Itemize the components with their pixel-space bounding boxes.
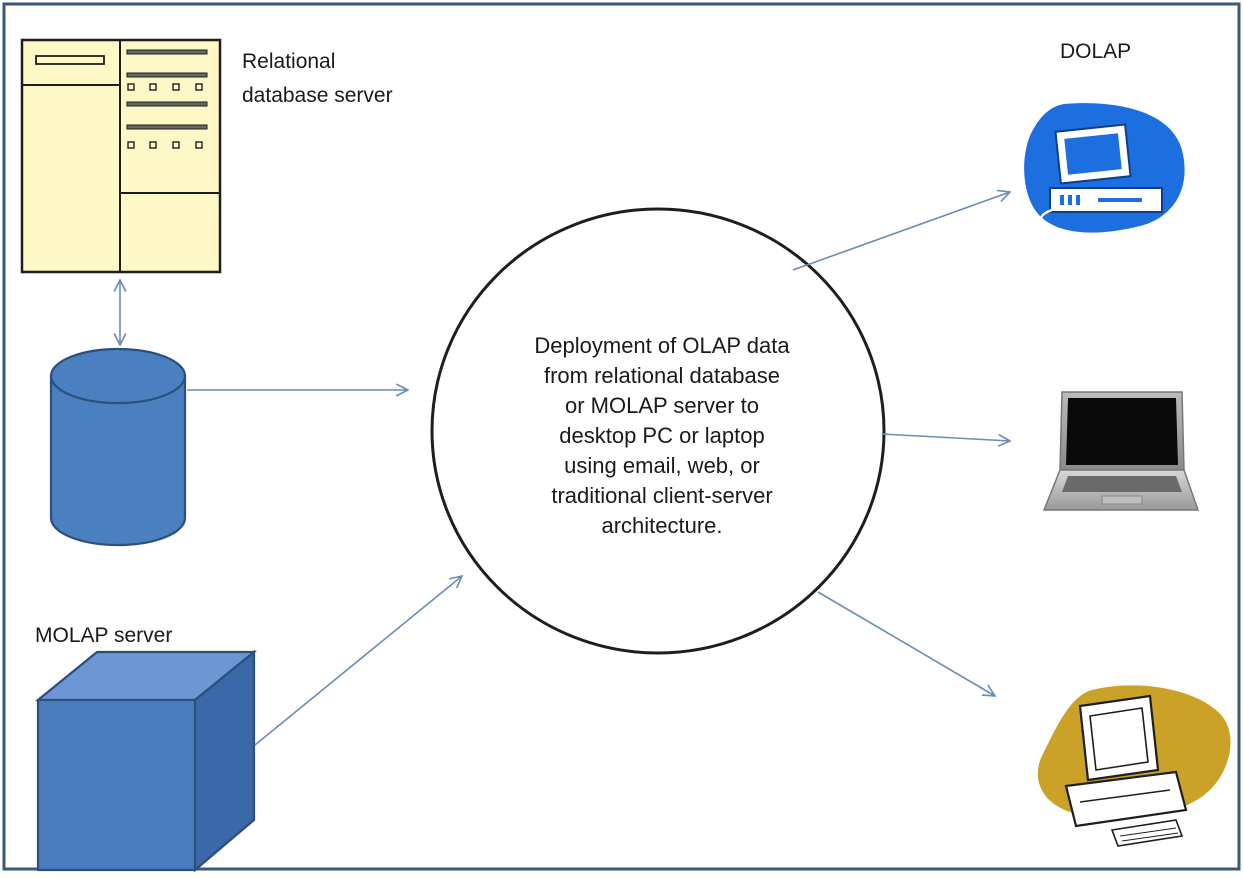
- center-to-clipart-pc-arrow: [817, 591, 995, 696]
- center-text-line: from relational database: [544, 363, 780, 388]
- laptop-icon: [1042, 391, 1200, 511]
- center-text-line: traditional client-server: [551, 483, 772, 508]
- deployment-description: Deployment of OLAP data from relational …: [534, 333, 790, 538]
- clipart-pc-icon: [1037, 685, 1231, 847]
- center-text-line: architecture.: [601, 513, 722, 538]
- relational-label-line1: Relational: [242, 50, 335, 73]
- relational-label-line2: database server: [242, 84, 393, 107]
- deployment-circle: [430, 207, 886, 655]
- center-to-laptop-arrow: [881, 433, 1010, 441]
- center-text-line: Deployment of OLAP data: [534, 333, 790, 358]
- center-text-line: desktop PC or laptop: [559, 423, 764, 448]
- center-text-line: or MOLAP server to: [565, 393, 759, 418]
- molap-to-center-arrow: [254, 576, 462, 746]
- molap-cube-icon: [34, 649, 258, 873]
- center-to-desktop-arrow: [792, 192, 1010, 271]
- center-text-line: using email, web, or: [564, 453, 760, 478]
- relational-database-server-icon: [20, 38, 222, 274]
- desktop-computer-icon: [1024, 103, 1185, 233]
- database-cylinder-icon: [49, 347, 187, 547]
- molap-server-label: MOLAP server: [35, 624, 172, 647]
- dolap-label: DOLAP: [1060, 40, 1131, 63]
